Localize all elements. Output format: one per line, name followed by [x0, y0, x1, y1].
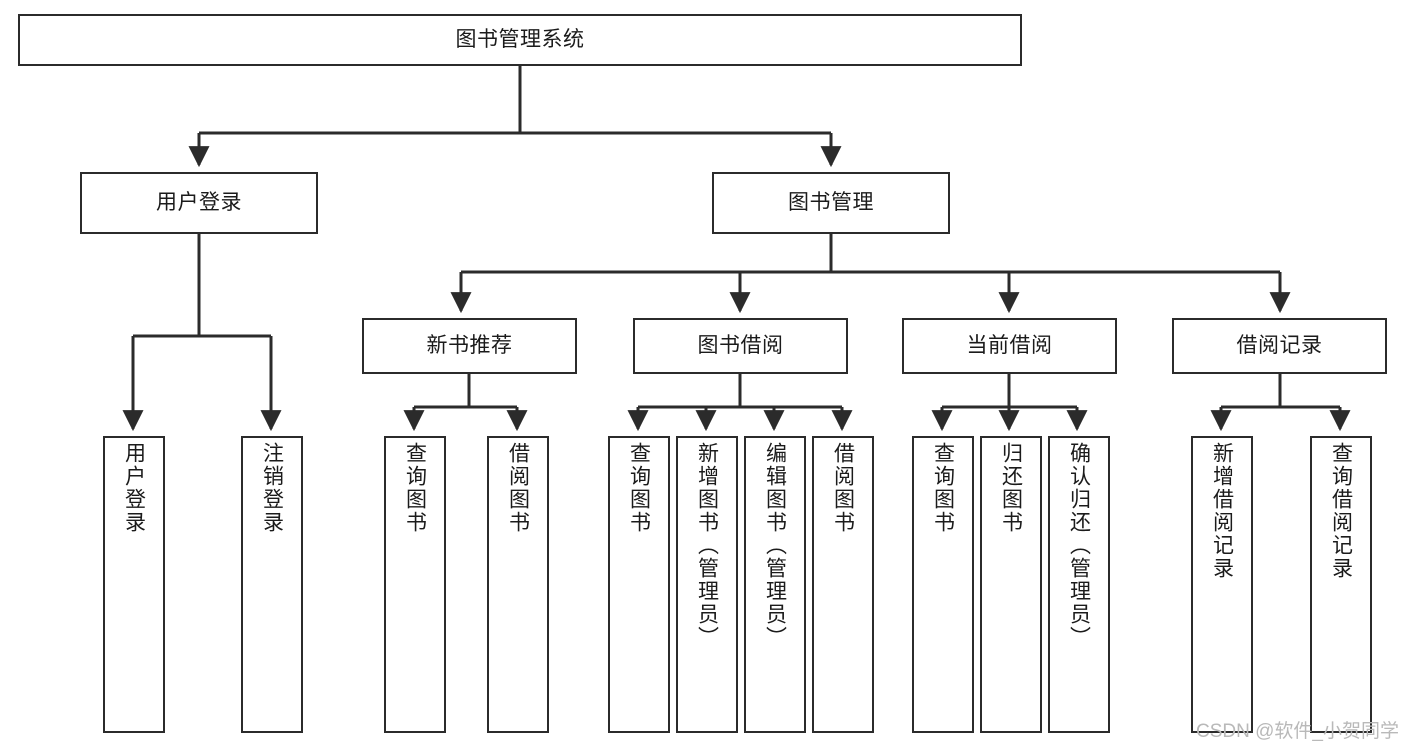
node-leaf-borrow-do[interactable]: 借阅图书 — [812, 436, 874, 733]
node-leaf-user-login-label: 用户登录 — [122, 442, 146, 534]
node-leaf-record-query[interactable]: 查询借阅记录 — [1310, 436, 1372, 733]
node-leaf-borrow-do-label: 借阅图书 — [831, 442, 855, 534]
node-leaf-borrow-add[interactable]: 新增图书（管理员） — [676, 436, 738, 733]
watermark: CSDN @软件_小贺同学 — [1196, 721, 1399, 742]
node-book-borrow-label: 图书借阅 — [697, 333, 784, 357]
node-new-book-recommend-label: 新书推荐 — [426, 333, 513, 357]
node-leaf-user-logout[interactable]: 注销登录 — [241, 436, 303, 733]
node-new-book-recommend[interactable]: 新书推荐 — [362, 318, 577, 374]
node-leaf-current-confirm-label: 确认归还（管理员） — [1067, 442, 1091, 649]
node-current-borrow-label: 当前借阅 — [966, 333, 1053, 357]
node-root-label: 图书管理系统 — [455, 27, 585, 51]
node-leaf-record-query-label: 查询借阅记录 — [1329, 442, 1353, 580]
node-root[interactable]: 图书管理系统 — [18, 14, 1022, 66]
node-leaf-user-login[interactable]: 用户登录 — [103, 436, 165, 733]
node-leaf-current-query-label: 查询图书 — [931, 442, 955, 534]
node-leaf-newbook-query[interactable]: 查询图书 — [384, 436, 446, 733]
node-leaf-borrow-edit-label: 编辑图书（管理员） — [763, 442, 787, 649]
node-book-management[interactable]: 图书管理 — [712, 172, 950, 234]
node-leaf-current-return[interactable]: 归还图书 — [980, 436, 1042, 733]
node-book-management-label: 图书管理 — [788, 190, 874, 214]
node-borrow-record-label: 借阅记录 — [1236, 333, 1323, 357]
node-leaf-borrow-edit[interactable]: 编辑图书（管理员） — [744, 436, 806, 733]
node-leaf-borrow-query[interactable]: 查询图书 — [608, 436, 670, 733]
node-leaf-record-add[interactable]: 新增借阅记录 — [1191, 436, 1253, 733]
node-borrow-record[interactable]: 借阅记录 — [1172, 318, 1387, 374]
node-leaf-borrow-query-label: 查询图书 — [627, 442, 651, 534]
node-user-login-label: 用户登录 — [156, 190, 242, 214]
node-current-borrow[interactable]: 当前借阅 — [902, 318, 1117, 374]
node-leaf-record-add-label: 新增借阅记录 — [1210, 442, 1234, 580]
node-leaf-user-logout-label: 注销登录 — [260, 442, 284, 534]
node-book-borrow[interactable]: 图书借阅 — [633, 318, 848, 374]
node-leaf-current-confirm[interactable]: 确认归还（管理员） — [1048, 436, 1110, 733]
node-user-login[interactable]: 用户登录 — [80, 172, 318, 234]
node-leaf-newbook-query-label: 查询图书 — [403, 442, 427, 534]
node-leaf-borrow-add-label: 新增图书（管理员） — [695, 442, 719, 649]
node-leaf-newbook-borrow-label: 借阅图书 — [506, 442, 530, 534]
node-leaf-newbook-borrow[interactable]: 借阅图书 — [487, 436, 549, 733]
node-leaf-current-query[interactable]: 查询图书 — [912, 436, 974, 733]
node-leaf-current-return-label: 归还图书 — [999, 442, 1023, 534]
